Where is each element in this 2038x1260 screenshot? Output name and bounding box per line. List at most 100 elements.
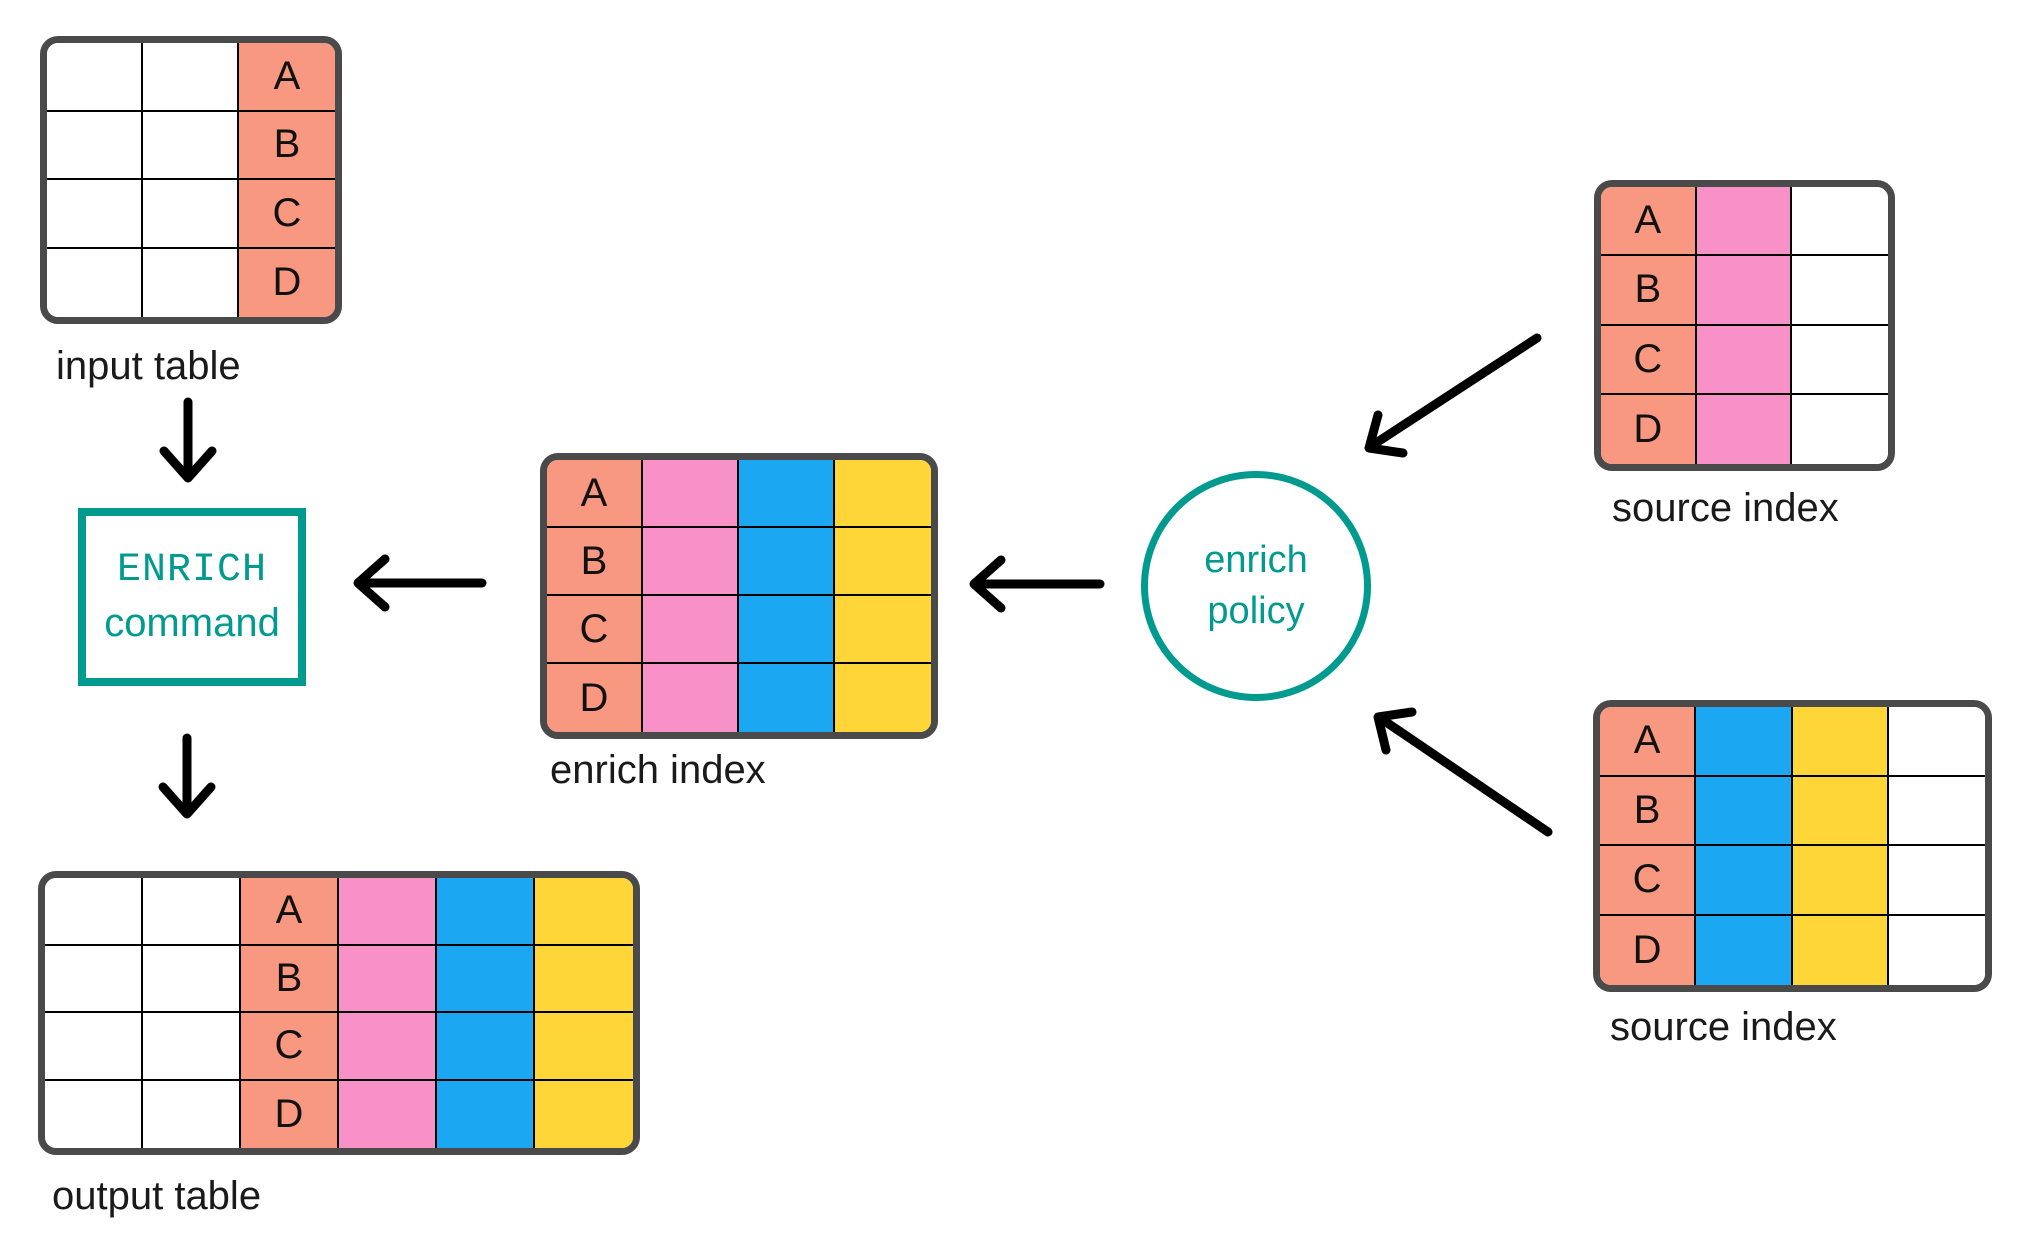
table-cell <box>643 528 739 596</box>
table-cell <box>739 528 835 596</box>
key-cell: C <box>239 180 335 249</box>
table-cell <box>47 43 143 112</box>
source-index-bottom-label: source index <box>1610 1005 1837 1049</box>
table-cell <box>1696 256 1793 326</box>
arrow-source-bottom-to-policy <box>1373 707 1553 837</box>
key-cell: D <box>1601 394 1697 464</box>
key-cell: D <box>239 248 335 317</box>
table-cell <box>835 460 931 528</box>
table-cell <box>143 878 241 946</box>
table-cell <box>339 1080 437 1148</box>
key-cell: B <box>1601 256 1697 326</box>
table-cell <box>643 460 739 528</box>
input-table-label: input table <box>56 344 241 388</box>
table-cell <box>535 878 633 946</box>
table-cell <box>437 1080 535 1148</box>
table-cell <box>339 945 437 1013</box>
table-cell <box>1888 915 1985 985</box>
key-cell: D <box>241 1080 339 1148</box>
enrich-command-keyword: ENRICH <box>116 548 268 593</box>
table-cell <box>1696 394 1793 464</box>
table-cell <box>643 596 739 664</box>
key-cell: C <box>1600 846 1697 916</box>
key-cell: C <box>547 596 643 664</box>
enrich-command-box: ENRICH command <box>78 508 306 686</box>
table-cell <box>1792 187 1888 257</box>
key-cell: A <box>547 460 643 528</box>
table-cell <box>1696 846 1793 916</box>
key-cell: A <box>1601 187 1697 257</box>
arrow-enrich-index-to-command <box>353 554 487 612</box>
output-table-label: output table <box>52 1174 262 1218</box>
table-cell <box>1792 915 1889 985</box>
source-index-top-label: source index <box>1612 486 1839 530</box>
table-cell <box>835 528 931 596</box>
table-cell <box>1696 915 1793 985</box>
table-cell <box>143 1080 241 1148</box>
enrich-policy-line2: policy <box>1207 590 1305 632</box>
table-cell <box>1888 707 1985 777</box>
table-cell <box>1792 846 1889 916</box>
table-cell <box>437 945 535 1013</box>
key-cell: C <box>1601 325 1697 395</box>
key-cell: B <box>239 111 335 180</box>
enrich-command-word: command <box>104 601 280 645</box>
table-cell <box>437 878 535 946</box>
table-cell <box>535 1013 633 1081</box>
table-cell <box>1696 325 1793 395</box>
table-cell <box>739 664 835 732</box>
table-cell <box>1888 846 1985 916</box>
key-cell: D <box>547 664 643 732</box>
table-cell <box>45 945 143 1013</box>
table-cell <box>835 664 931 732</box>
table-cell <box>1888 776 1985 846</box>
table-cell <box>143 180 239 249</box>
table-cell <box>1792 325 1888 395</box>
key-cell: D <box>1600 915 1697 985</box>
key-cell: B <box>1600 776 1697 846</box>
table-cell <box>835 596 931 664</box>
table-cell <box>45 878 143 946</box>
table-cell <box>739 460 835 528</box>
key-cell: A <box>239 43 335 112</box>
key-cell: B <box>547 528 643 596</box>
table-cell <box>143 43 239 112</box>
arrow-policy-to-enrich-index <box>969 555 1105 613</box>
key-cell: A <box>241 878 339 946</box>
table-cell <box>1696 707 1793 777</box>
key-cell: B <box>241 945 339 1013</box>
enrich-index-label: enrich index <box>550 748 766 792</box>
table-cell <box>339 1013 437 1081</box>
table-cell <box>45 1080 143 1148</box>
table-cell <box>339 878 437 946</box>
table-cell <box>1792 394 1888 464</box>
table-cell <box>643 664 739 732</box>
table-cell <box>47 180 143 249</box>
table-cell <box>143 1013 241 1081</box>
key-cell: C <box>241 1013 339 1081</box>
table-cell <box>47 111 143 180</box>
table-cell <box>1792 256 1888 326</box>
enrich-policy-circle: enrich policy <box>1141 471 1371 701</box>
table-cell <box>143 248 239 317</box>
arrow-source-top-to-policy <box>1364 333 1542 458</box>
table-cell <box>1792 776 1889 846</box>
table-cell <box>535 945 633 1013</box>
table-cell <box>437 1013 535 1081</box>
arrow-input-to-enrich-command <box>159 397 217 483</box>
table-cell <box>1696 776 1793 846</box>
table-cell <box>1696 187 1793 257</box>
key-cell: A <box>1600 707 1697 777</box>
table-cell <box>1792 707 1889 777</box>
table-cell <box>45 1013 143 1081</box>
table-cell <box>47 248 143 317</box>
table-cell <box>739 596 835 664</box>
arrow-enrich-command-to-output <box>158 733 216 819</box>
table-cell <box>143 945 241 1013</box>
